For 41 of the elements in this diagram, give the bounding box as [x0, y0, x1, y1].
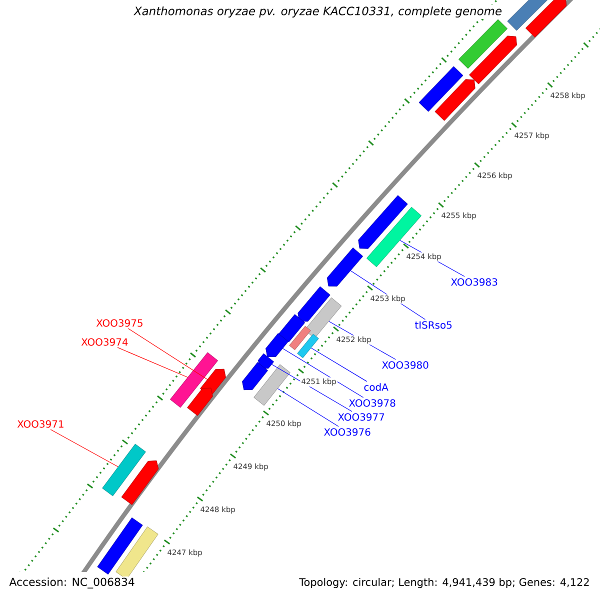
leader-line: [50, 429, 118, 467]
pointed-gene-bar: [525, 0, 567, 38]
leader-line: [282, 348, 364, 398]
pointed-gene-bar: [121, 460, 159, 506]
leader-line: [128, 328, 208, 380]
gene-bar: [170, 352, 218, 408]
gene-label: XOO3983: [451, 278, 498, 286]
gene-label: XOO3978: [349, 399, 396, 407]
gene-bar: [102, 444, 146, 496]
gene-bar: [458, 19, 508, 69]
gene-bar: [297, 334, 319, 358]
pointed-gene-bar: [242, 362, 268, 390]
pointed-gene-bar: [469, 36, 517, 84]
gene-label: XOO3971: [17, 420, 64, 428]
leader-line: [310, 348, 368, 382]
gene-bar: [507, 0, 549, 31]
pointed-gene-bar: [258, 353, 274, 369]
pointed-gene-bar: [266, 333, 288, 358]
gene-label: XOO3976: [324, 428, 370, 436]
gene-bar: [254, 364, 290, 406]
gene-bar: [289, 326, 311, 350]
pointed-gene-bar: [298, 286, 330, 322]
leader-line: [117, 347, 188, 378]
pointed-gene-bar: [434, 79, 476, 121]
gene-label: codA: [364, 383, 388, 391]
gene-label: tISRso5: [414, 321, 452, 329]
footer-text: Accession: NC_006834: [8, 576, 136, 590]
gene-label: XOO3974: [81, 338, 128, 346]
gene-bar: [97, 517, 143, 575]
pointed-gene-bar: [358, 195, 408, 249]
pointed-gene-bar: [278, 314, 306, 342]
gene-label: XOO3975: [96, 319, 142, 327]
leader-line: [272, 364, 352, 412]
gene-bar: [418, 66, 464, 112]
leader-line: [277, 388, 339, 427]
pointed-gene-bar: [326, 248, 364, 286]
pointed-gene-bar: [187, 388, 213, 416]
gene-label: XOO3977: [338, 413, 384, 421]
title: Xanthomonas oryzae pv. oryzae KACC10331, complete genome: [132, 4, 504, 20]
gene-label: XOO3980: [382, 361, 428, 369]
footer-text: Topology: circular; Length: 4,941,439 bp; Genes: 4,122: [298, 576, 591, 590]
